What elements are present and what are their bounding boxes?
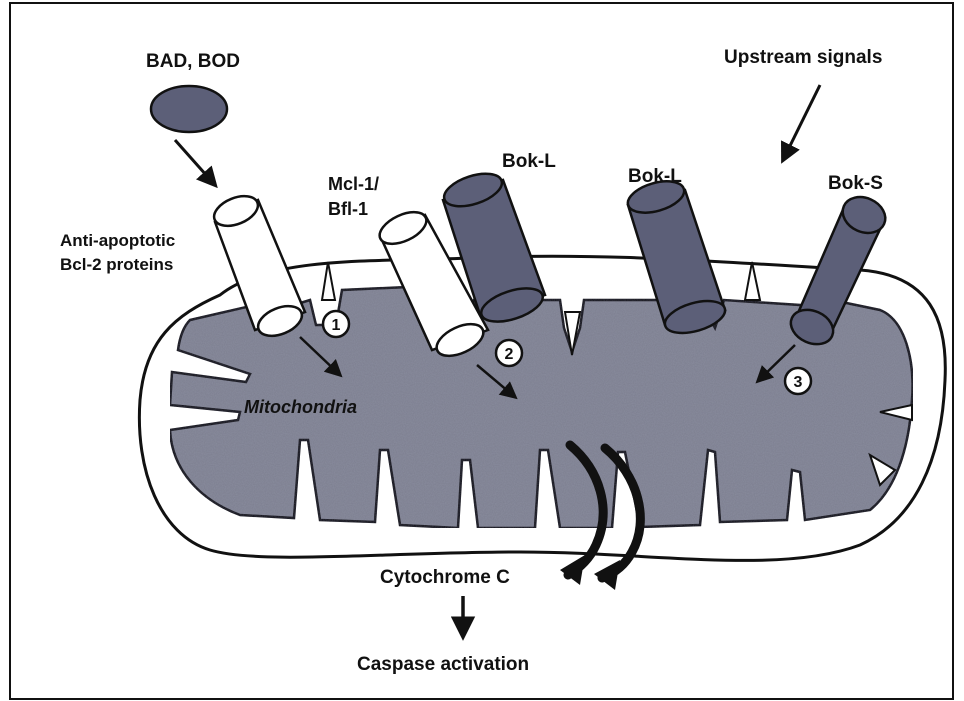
label-cytochrome-c: Cytochrome C	[380, 567, 510, 588]
label-bfl1: Bfl-1	[328, 199, 368, 219]
label-mcl1: Mcl-1/	[328, 174, 379, 194]
label-caspase-activation: Caspase activation	[357, 654, 529, 675]
label-bok-l-1: Bok-L	[502, 151, 556, 172]
bad-bod-molecule	[151, 86, 227, 132]
label-upstream-signals: Upstream signals	[724, 47, 882, 68]
step-2-label: 2	[505, 346, 514, 363]
label-bcl2-proteins: Bcl-2 proteins	[60, 255, 173, 274]
label-anti-apoptotic: Anti-apoptotic	[60, 231, 175, 250]
step-1-label: 1	[332, 317, 341, 334]
label-bok-s: Bok-S	[828, 173, 883, 194]
step-3-label: 3	[794, 374, 803, 391]
label-mitochondria: Mitochondria	[244, 397, 357, 417]
label-bok-l-2: Bok-L	[628, 166, 682, 187]
arrow-upstream-signals	[783, 85, 820, 160]
arrow-bad-to-channel	[175, 140, 215, 185]
label-bad-bod: BAD, BOD	[146, 51, 240, 72]
